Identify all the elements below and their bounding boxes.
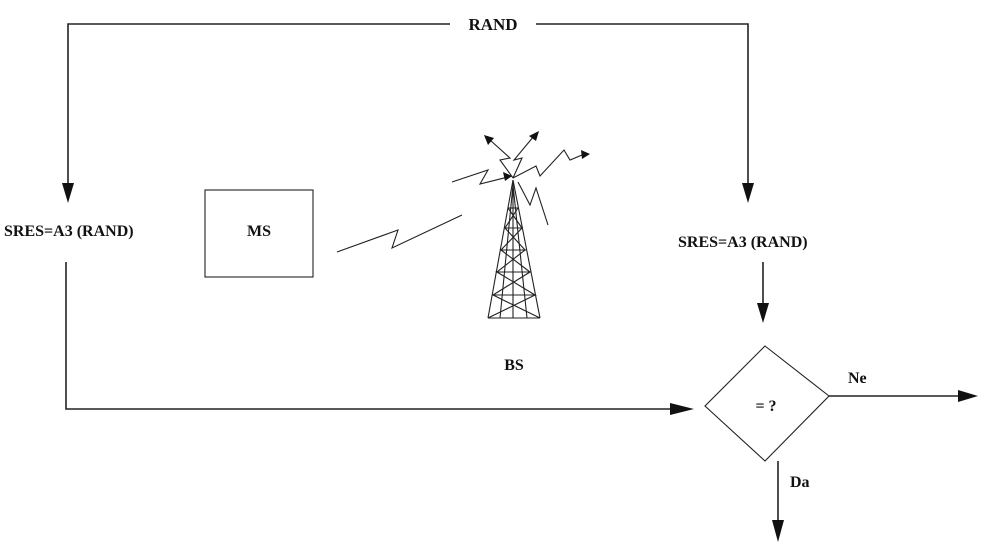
radio-signal-icon bbox=[336, 214, 463, 253]
rand-arrow-left bbox=[62, 183, 74, 203]
compare-label: = ? bbox=[755, 398, 776, 415]
yes-branch-arrow bbox=[772, 520, 784, 542]
rand-flow: RAND bbox=[62, 15, 754, 203]
sres-left-arrow bbox=[670, 403, 694, 415]
no-label: Ne bbox=[848, 370, 867, 387]
sres-right-arrow bbox=[757, 303, 769, 323]
diamond-shape bbox=[704, 345, 830, 462]
antenna-tower-icon bbox=[487, 179, 541, 319]
comparison-diamond: = ? bbox=[704, 345, 830, 462]
rand-line-right bbox=[536, 23, 749, 185]
rand-arrow-right bbox=[742, 183, 754, 203]
rand-line-left bbox=[67, 23, 450, 185]
ms-box: MS bbox=[204, 189, 314, 278]
ms-label: MS bbox=[247, 223, 271, 240]
yes-label: Da bbox=[790, 474, 810, 491]
sres-left-label: SRES=A3 (RAND) bbox=[4, 223, 134, 240]
bs-label: BS bbox=[504, 357, 524, 374]
ms-rectangle bbox=[204, 189, 314, 278]
no-branch-arrow bbox=[958, 390, 978, 402]
sres-left-connector bbox=[65, 262, 672, 410]
rand-label: RAND bbox=[468, 15, 517, 34]
radio-emission-icon bbox=[451, 131, 590, 226]
sres-right-label: SRES=A3 (RAND) bbox=[678, 234, 808, 251]
